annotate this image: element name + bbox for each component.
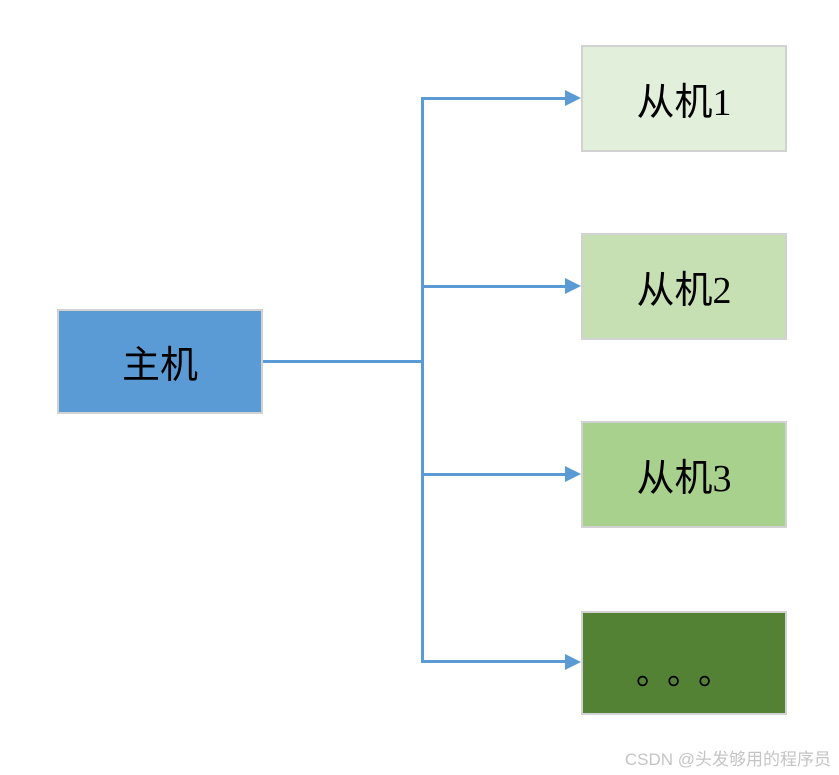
branch-line-4 — [423, 660, 566, 663]
master-node: 主机 — [57, 309, 263, 414]
slave-node-1-label: 从机1 — [636, 82, 732, 124]
slave-node-1: 从机1 — [581, 45, 787, 152]
arrowhead-icon — [565, 466, 581, 482]
master-to-trunk-line — [263, 360, 423, 363]
arrowhead-icon — [565, 90, 581, 106]
branch-line-1 — [423, 97, 566, 100]
slave-node-2-label: 从机2 — [636, 270, 732, 312]
master-node-label: 主机 — [121, 345, 198, 387]
slave-node-3: 从机3 — [581, 421, 787, 528]
arrowhead-icon — [565, 654, 581, 670]
slave-node-ellipsis-label: 。。。 — [636, 654, 746, 692]
slave-node-2: 从机2 — [581, 233, 787, 340]
trunk-line — [421, 97, 424, 663]
slave-node-ellipsis: 。。。 — [581, 611, 787, 715]
slave-node-3-label: 从机3 — [636, 458, 732, 500]
arrowhead-icon — [565, 278, 581, 294]
branch-line-3 — [423, 473, 566, 476]
watermark: CSDN @头发够用的程序员 — [624, 750, 831, 769]
branch-line-2 — [423, 285, 566, 288]
